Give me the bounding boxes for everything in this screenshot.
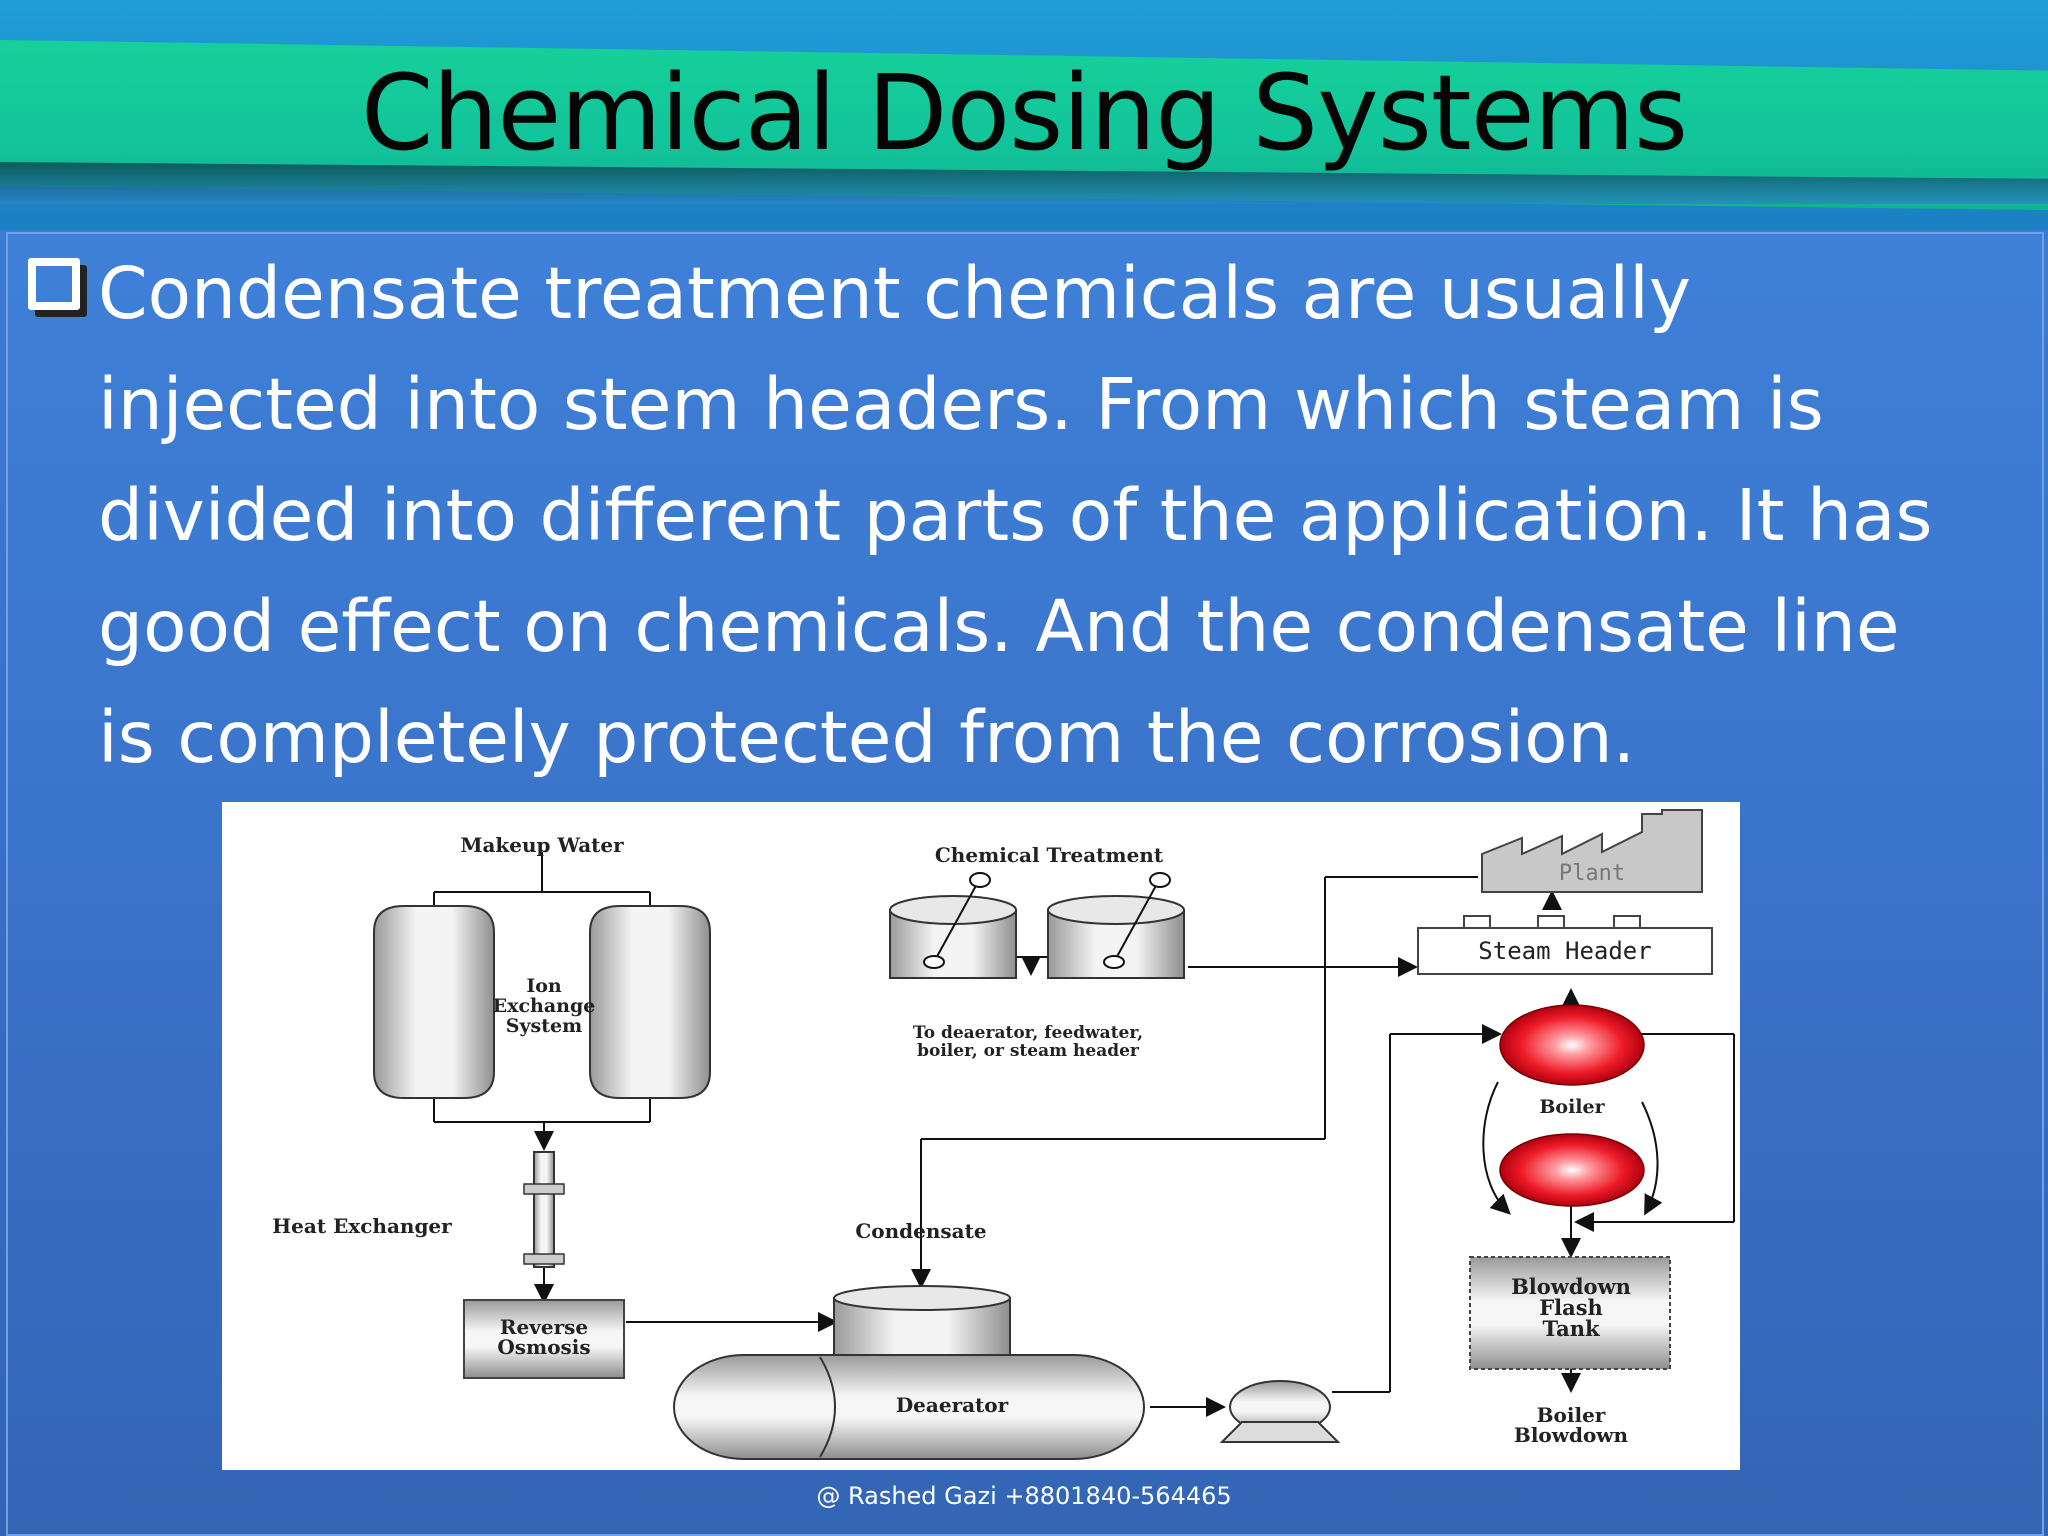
label-chem-destination-2: boiler, or steam header xyxy=(917,1041,1140,1061)
heat-exchanger-icon xyxy=(523,1151,565,1268)
label-heat-exchanger: Heat Exchanger xyxy=(272,1214,452,1238)
label-reverse-osmosis-1: Reverse xyxy=(500,1315,588,1339)
process-diagram-svg: Makeup Water Ion Exchange System Chemica… xyxy=(272,809,1735,1460)
ion-exchange-tanks xyxy=(373,905,711,1099)
boiler-steam-drum xyxy=(1499,1004,1645,1086)
deaerator-tank xyxy=(673,1285,1145,1460)
label-deaerator: Deaerator xyxy=(896,1393,1009,1417)
pump-icon xyxy=(1219,1380,1341,1443)
bullet-line-1: Condensate treatment chemicals are usual… xyxy=(98,252,1691,335)
label-boiler-blowdown-1: Boiler xyxy=(1537,1403,1606,1427)
slide-title: Chemical Dosing Systems xyxy=(360,52,1688,174)
bullet-line-3: divided into different parts of the appl… xyxy=(98,474,1933,557)
label-ion-exchange-3: System xyxy=(506,1015,582,1037)
steam-header-box xyxy=(1417,915,1713,975)
chemical-treatment-tanks xyxy=(889,872,1185,979)
label-ion-exchange-1: Ion xyxy=(526,975,562,997)
boiler-mud-drum xyxy=(1499,1133,1645,1207)
plant-icon xyxy=(1481,809,1703,893)
blowdown-flash-tank xyxy=(1469,1256,1671,1370)
label-condensate: Condensate xyxy=(855,1219,986,1243)
label-blowdown-1: Blowdown xyxy=(1511,1274,1631,1299)
label-boiler-blowdown-2: Blowdown xyxy=(1514,1423,1629,1447)
label-plant: Plant xyxy=(1559,861,1625,886)
label-blowdown-2: Flash xyxy=(1539,1295,1603,1320)
label-makeup-water: Makeup Water xyxy=(460,833,624,857)
label-reverse-osmosis-2: Osmosis xyxy=(497,1335,590,1359)
label-boiler: Boiler xyxy=(1539,1096,1605,1118)
bullet-line-5: is completely protected from the corrosi… xyxy=(98,696,1636,779)
label-blowdown-3: Tank xyxy=(1542,1316,1599,1341)
checkbox-bullet-icon xyxy=(28,258,80,310)
label-chemical-treatment: Chemical Treatment xyxy=(935,843,1164,867)
bullet-line-2: injected into stem headers. From which s… xyxy=(98,363,1824,446)
footer-credit: @ Rashed Gazi +8801840-564465 xyxy=(816,1482,1232,1510)
reverse-osmosis-box xyxy=(463,1299,625,1379)
bullet-line-4: good effect on chemicals. And the conden… xyxy=(98,585,1900,668)
label-ion-exchange-2: Exchange xyxy=(493,995,596,1017)
label-steam-header: Steam Header xyxy=(1478,937,1651,965)
label-chem-destination-1: To deaerator, feedwater, xyxy=(913,1023,1143,1043)
process-diagram: Makeup Water Ion Exchange System Chemica… xyxy=(222,802,1740,1470)
bullet-paragraph: Condensate treatment chemicals are usual… xyxy=(98,238,2038,793)
